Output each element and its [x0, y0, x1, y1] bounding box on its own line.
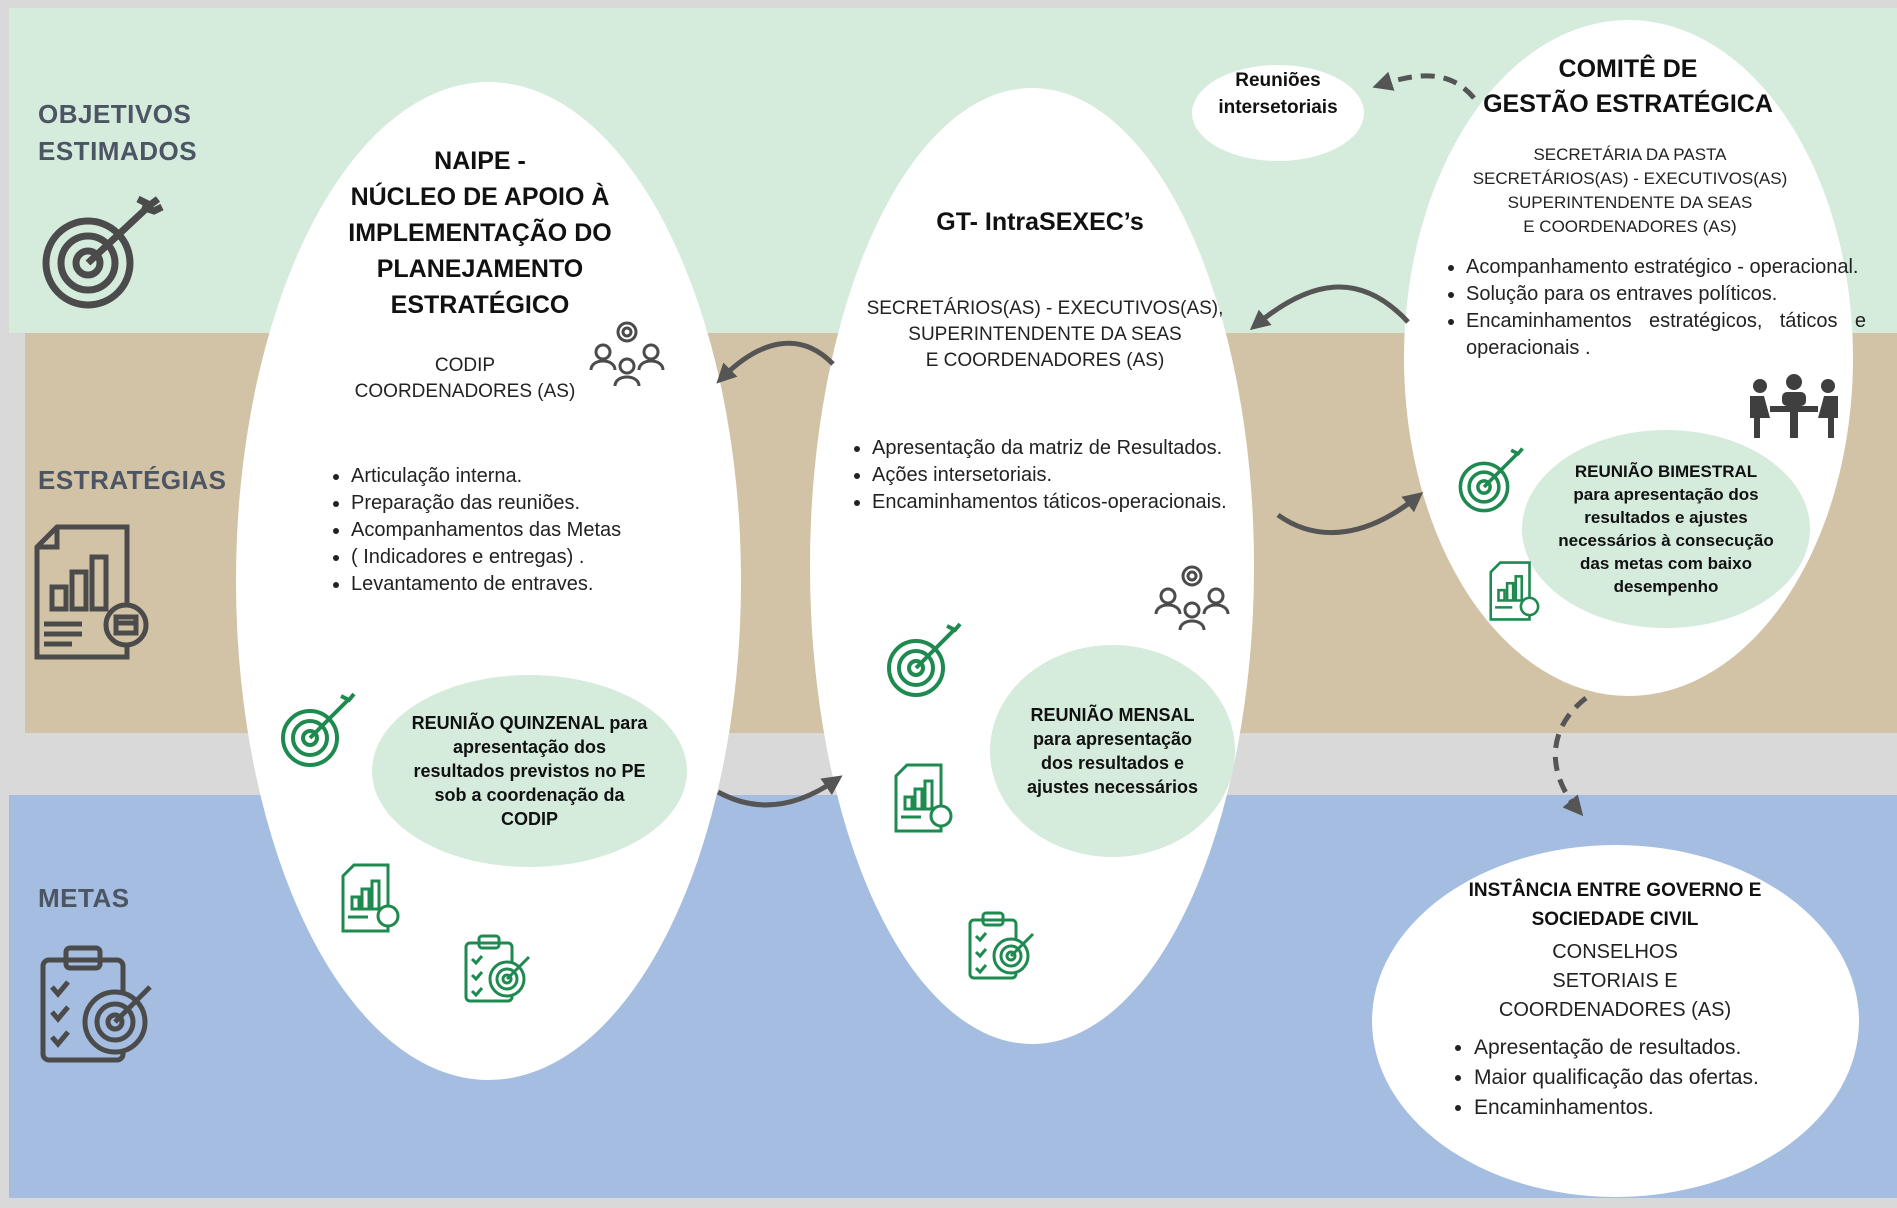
list-item: Encaminhamentos táticos-operacionais. [872, 489, 1292, 516]
target-arrow-icon [42, 195, 164, 309]
list-item: Solução para os entraves políticos. [1466, 281, 1866, 308]
list-item: Acompanhamentos das Metas [351, 517, 691, 544]
meeting-table-icon [1750, 374, 1838, 438]
checklist-target-icon [40, 945, 152, 1063]
report-chart-icon [34, 524, 149, 660]
row-label-metas: METAS [38, 883, 130, 913]
instancia-bullets: Apresentação de resultados. Maior qualif… [1448, 1033, 1834, 1123]
report-chart-icon [341, 863, 400, 933]
team-gear-icon [1154, 565, 1230, 631]
list-item: Levantamento de entraves. [351, 571, 691, 598]
gt-title: GT- IntraSEXEC’s [936, 208, 1144, 236]
report-chart-icon [894, 763, 953, 833]
comite-bullets: Acompanhamento estratégico - operacional… [1440, 254, 1866, 362]
list-item: ( Indicadores e entregas) . [351, 544, 691, 571]
target-arrow-icon [281, 692, 356, 767]
list-item: Acompanhamento estratégico - operacional… [1466, 254, 1866, 281]
checklist-target-icon [968, 911, 1035, 980]
arrow-comite-to-gt [1249, 284, 1410, 331]
team-gear-icon [589, 321, 665, 387]
gt-ellipse [810, 88, 1254, 1044]
list-item: Articulação interna. [351, 463, 691, 490]
arrow-to-instancia [1552, 696, 1588, 817]
gt-members: SECRETÁRIOS(AS) - EXECUTIVOS(AS),SUPERIN… [866, 298, 1224, 371]
report-chart-icon [1489, 561, 1540, 621]
arrow-gt-to-naipe [716, 340, 835, 384]
list-item: Apresentação de resultados. [1474, 1033, 1834, 1063]
reunioes-bubble [1192, 65, 1364, 161]
naipe-bullets: Articulação interna. Preparação das reun… [325, 463, 691, 598]
list-item: Maior qualificação das ofertas. [1474, 1063, 1834, 1093]
row-label-estrategias: ESTRATÉGIAS [38, 465, 227, 495]
arrow-gt-to-comite [1276, 491, 1424, 536]
gt-bullets: Apresentação da matriz de Resultados. Aç… [846, 435, 1292, 516]
arrow-to-reunioes [1372, 71, 1476, 100]
target-arrow-icon [887, 622, 962, 697]
naipe-ellipse [236, 82, 741, 1080]
list-item: Encaminhamentos estratégicos, táticos e … [1466, 308, 1866, 362]
list-item: Preparação das reuniões. [351, 490, 691, 517]
list-item: Ações intersetoriais. [872, 462, 1292, 489]
target-arrow-icon [1458, 447, 1524, 513]
arrow-naipe-to-gt [716, 775, 843, 808]
checklist-target-icon [464, 934, 531, 1003]
instancia-ellipse [1372, 845, 1859, 1197]
list-item: Apresentação da matriz de Resultados. [872, 435, 1292, 462]
list-item: Encaminhamentos. [1474, 1093, 1834, 1123]
